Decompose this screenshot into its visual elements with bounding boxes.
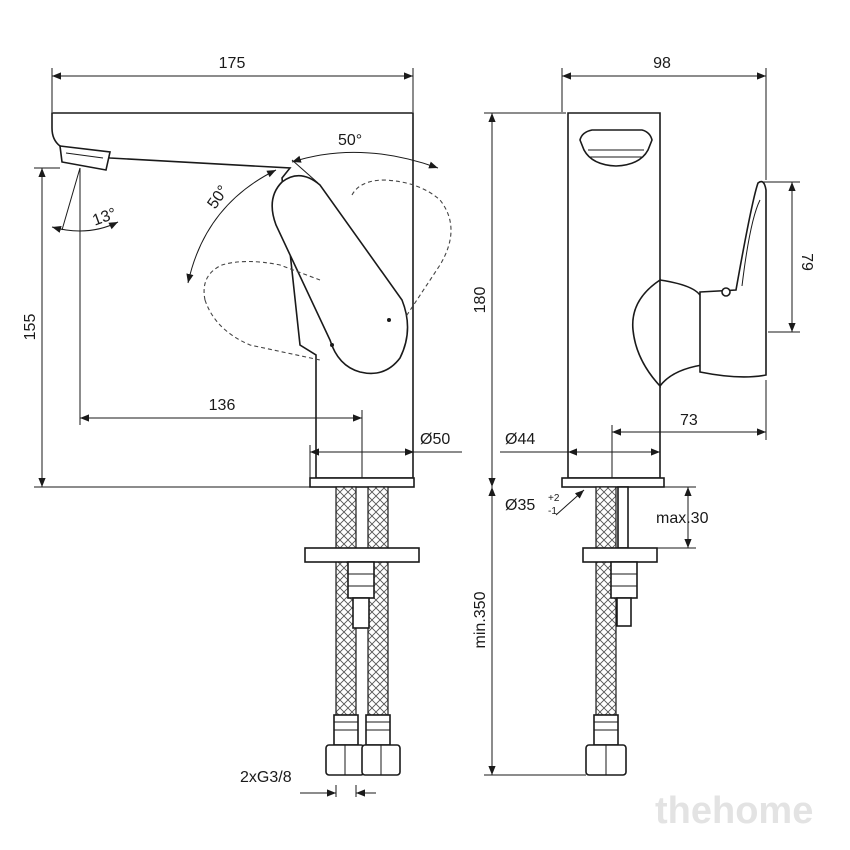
cartridge-dome [631,278,661,389]
side-dimensions: 98 180 79 73 Ø44 Ø35 +2 -1 max.30 min.35… [472,55,815,776]
dim-diam35-label: Ø35 [505,497,535,514]
hose-right [367,486,389,716]
dim-max30-label: max.30 [656,510,709,527]
dim-180-label: 180 [472,287,489,314]
dim-connection-label: 2xG3/8 [240,769,292,786]
front-view [51,112,452,776]
dim-136-label: 136 [209,397,236,414]
dim-73-label: 73 [680,412,698,429]
angle-13-label: 13° [90,205,119,229]
base-plate-front [309,477,415,488]
dim-175-label: 175 [219,55,246,72]
dim-tol-plus: +2 [548,493,560,504]
dim-350-label: min.350 [472,591,489,648]
dim-tol-minus: -1 [548,506,557,517]
base-plate-side [561,477,665,488]
angle-arc-left [186,169,277,284]
dim-79-label: 79 [798,253,815,271]
dim-98-label: 98 [653,55,671,72]
mounting-plate-front [304,547,420,563]
angle-arc-top [291,151,439,169]
aerator-front [59,145,111,171]
lever-position-alt-1 [351,179,452,319]
dim-diam44-label: Ø44 [505,431,535,448]
dim-155-label: 155 [22,314,39,341]
angle-50-top-label: 50° [338,132,362,149]
watermark-logo: thehome [655,790,813,832]
hose-side [595,486,617,716]
angle-50-left-label: 50° [204,183,232,213]
mounting-plate-side [582,547,658,563]
dim-diam50-label: Ø50 [420,431,450,448]
side-view [561,112,767,776]
